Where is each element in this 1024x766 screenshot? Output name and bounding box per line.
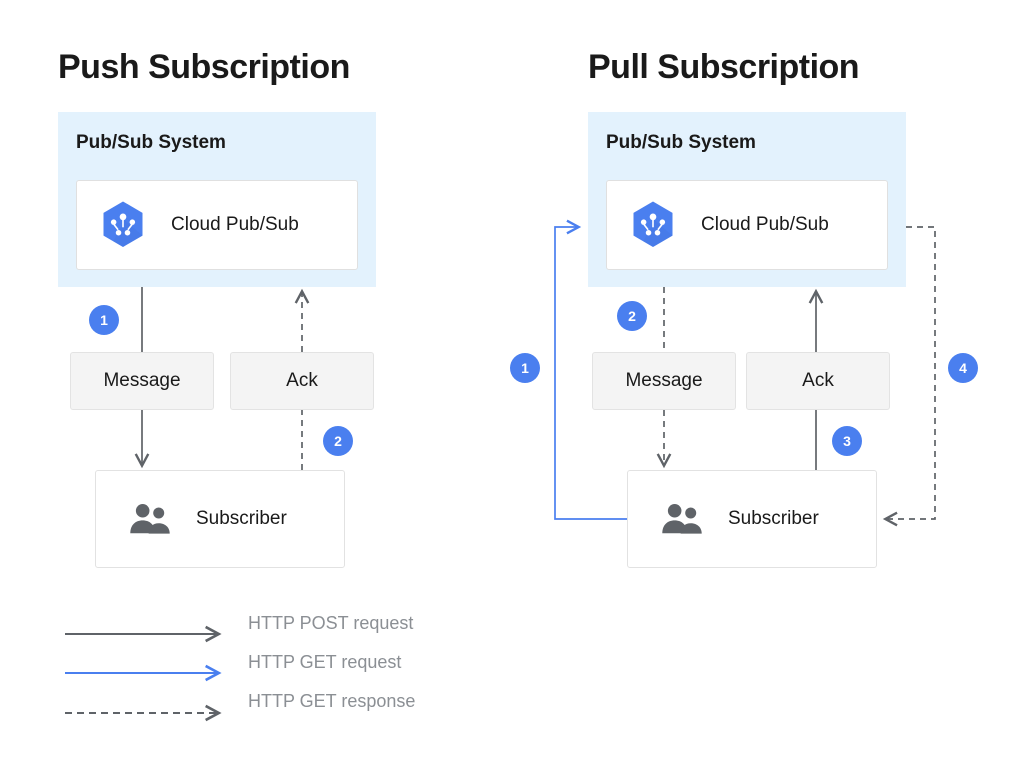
legend-label-get-response: HTTP GET response — [248, 691, 416, 711]
pull-subscriber-label: Subscriber — [728, 508, 819, 529]
pull-cloud-pubsub-card[interactable]: Cloud Pub/Sub — [606, 180, 888, 270]
legend-label-get-request: HTTP GET request — [248, 652, 402, 672]
cloud-pubsub-icon — [633, 201, 673, 247]
push-subscriber-label: Subscriber — [196, 508, 287, 529]
legend-item-get-response: HTTP GET response — [60, 690, 480, 729]
push-diagram-title: Push Subscription — [58, 48, 350, 86]
legend-item-post-request: HTTP POST request — [60, 612, 480, 651]
pull-step-badge-3: 3 — [832, 426, 862, 456]
push-message-chip[interactable]: Message — [70, 352, 214, 410]
legend: HTTP POST request HTTP GET request HTTP … — [60, 612, 480, 729]
push-pubsub-system-panel: Pub/Sub System Cloud Pub/Sub — [58, 112, 376, 287]
pull-diagram-title: Pull Subscription — [588, 48, 860, 86]
pull-pubsub-system-panel: Pub/Sub System Cloud Pub/Sub — [588, 112, 906, 287]
push-step-badge-2: 2 — [323, 426, 353, 456]
pull-cloud-pubsub-label: Cloud Pub/Sub — [701, 214, 829, 235]
people-icon — [130, 503, 170, 534]
pull-step-badge-4: 4 — [948, 353, 978, 383]
push-panel-title: Pub/Sub System — [76, 132, 226, 153]
pull-step-badge-2: 2 — [617, 301, 647, 331]
pull-step-badge-1: 1 — [510, 353, 540, 383]
pull-ack-chip[interactable]: Ack — [746, 352, 890, 410]
push-step-badge-1: 1 — [89, 305, 119, 335]
legend-label-post-request: HTTP POST request — [248, 613, 414, 633]
push-cloud-pubsub-label: Cloud Pub/Sub — [171, 214, 299, 235]
pull-subscriber-card[interactable]: Subscriber — [627, 470, 877, 568]
push-subscriber-card[interactable]: Subscriber — [95, 470, 345, 568]
push-cloud-pubsub-card[interactable]: Cloud Pub/Sub — [76, 180, 358, 270]
people-icon — [662, 503, 702, 534]
legend-item-get-request: HTTP GET request — [60, 651, 480, 690]
cloud-pubsub-icon — [103, 201, 143, 247]
pull-message-chip[interactable]: Message — [592, 352, 736, 410]
push-ack-chip[interactable]: Ack — [230, 352, 374, 410]
pull-panel-title: Pub/Sub System — [606, 132, 756, 153]
